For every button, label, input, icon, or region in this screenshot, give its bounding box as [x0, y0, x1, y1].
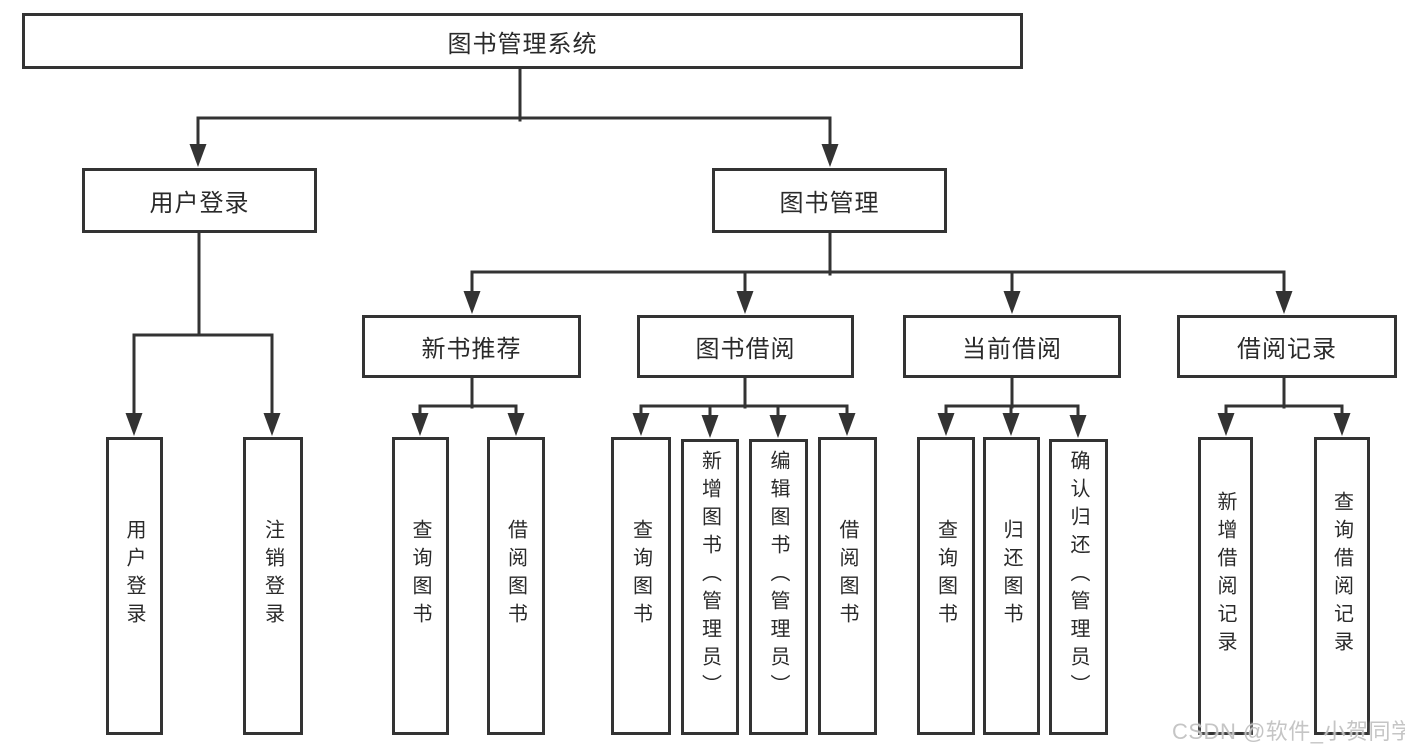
leaf-label: 注销登录: [261, 519, 284, 631]
leaf-label: 借阅图书: [836, 519, 858, 631]
node-label: 当前借阅: [962, 336, 1062, 363]
leaf-label: 用户登录: [123, 519, 145, 631]
arrow-down-icon: [411, 413, 429, 436]
node-user-login: 用户登录: [82, 168, 317, 233]
node-label: 图书管理系统: [447, 30, 598, 58]
arrow-down-icon: [632, 413, 650, 436]
node-current-borrowing: 当前借阅: [903, 315, 1121, 378]
leaf-label: 确认归还（管理员）: [1067, 450, 1089, 702]
leaf-label: 查询借阅记录: [1330, 491, 1353, 659]
arrow-down-icon: [838, 413, 856, 436]
arrow-down-icon: [937, 413, 955, 436]
node-label: 图书借阅: [695, 336, 796, 363]
node-book-management-system: 图书管理系统: [22, 13, 1023, 69]
leaf-borrow-books: 借阅图书: [818, 437, 877, 735]
node-label: 用户登录: [149, 190, 250, 217]
arrow-down-icon: [507, 413, 525, 436]
node-new-book-recommendation: 新书推荐: [362, 315, 581, 378]
arrow-down-icon: [1333, 413, 1351, 436]
node-label: 新书推荐: [421, 336, 522, 363]
leaf-label: 编辑图书（管理员）: [767, 450, 789, 702]
leaf-query-books-borrow: 查询图书: [611, 437, 671, 735]
leaf-query-borrow-record: 查询借阅记录: [1314, 437, 1370, 735]
leaf-label: 查询图书: [629, 519, 652, 631]
arrow-down-icon: [189, 144, 207, 167]
arrow-down-icon: [263, 413, 281, 436]
arrow-down-icon: [1217, 413, 1235, 436]
leaf-logout: 注销登录: [243, 437, 303, 735]
leaf-user-login: 用户登录: [106, 437, 163, 735]
arrow-down-icon: [701, 415, 719, 438]
leaf-add-borrow-record: 新增借阅记录: [1198, 437, 1253, 735]
node-label: 借阅记录: [1237, 336, 1337, 363]
arrow-down-icon: [1002, 413, 1020, 436]
arrow-down-icon: [736, 291, 754, 314]
arrow-down-icon: [769, 415, 787, 438]
arrowheads: [125, 144, 1351, 438]
leaf-label: 借阅图书: [504, 519, 527, 631]
arrow-down-icon: [125, 413, 143, 436]
leaf-query-books-current: 查询图书: [917, 437, 975, 735]
node-label: 图书管理: [779, 190, 880, 217]
node-book-borrowing: 图书借阅: [637, 315, 854, 378]
node-book-management: 图书管理: [712, 168, 947, 233]
leaf-confirm-return-admin: 确认归还（管理员）: [1049, 439, 1108, 735]
leaf-return-books: 归还图书: [983, 437, 1040, 735]
leaf-label: 新增图书（管理员）: [698, 450, 721, 702]
tree-edges: [132, 67, 1344, 422]
leaf-query-books-recommend: 查询图书: [392, 437, 449, 735]
leaf-label: 新增借阅记录: [1214, 491, 1236, 659]
arrow-down-icon: [1275, 291, 1293, 314]
node-borrowing-records: 借阅记录: [1177, 315, 1397, 378]
leaf-add-books-admin: 新增图书（管理员）: [681, 439, 739, 735]
arrow-down-icon: [821, 144, 839, 167]
arrow-down-icon: [1069, 415, 1087, 438]
csdn-watermark: CSDN @软件_小贺同学: [1172, 719, 1405, 744]
arrow-down-icon: [463, 291, 481, 314]
leaf-borrow-books-recommend: 借阅图书: [487, 437, 545, 735]
leaf-label: 查询图书: [934, 519, 957, 631]
leaf-label: 归还图书: [1000, 519, 1022, 631]
arrow-down-icon: [1003, 291, 1021, 314]
leaf-edit-books-admin: 编辑图书（管理员）: [749, 439, 808, 735]
leaf-label: 查询图书: [409, 519, 431, 631]
